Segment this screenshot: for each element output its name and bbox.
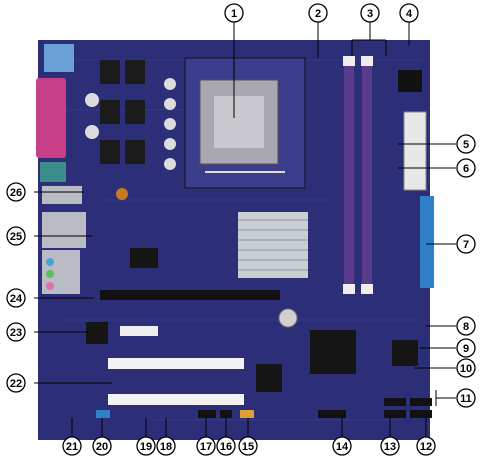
callout-label: 10 — [460, 363, 472, 375]
pci-slot-2 — [108, 394, 244, 405]
callout-label: 17 — [200, 441, 212, 453]
audio-codec-chip — [86, 322, 108, 344]
cpu-fan-header-cap — [116, 188, 128, 200]
sata-connector-2 — [384, 410, 406, 418]
callout-1: 1 — [224, 3, 244, 23]
callout-25: 25 — [6, 226, 26, 246]
header-17 — [198, 410, 216, 418]
leader-lines — [34, 22, 456, 436]
dimm-slot-2 — [362, 62, 372, 290]
pci-slot-1 — [108, 358, 244, 369]
callout-15: 15 — [238, 436, 258, 456]
callout-20: 20 — [92, 436, 112, 456]
header-15 — [240, 410, 254, 418]
callout-label: 21 — [66, 441, 78, 453]
callout-label: 5 — [463, 139, 469, 151]
callout-label: 9 — [463, 343, 469, 355]
callout-label: 26 — [10, 187, 22, 199]
callout-label: 12 — [420, 441, 432, 453]
southbridge-chip — [310, 330, 356, 374]
atx-power-connector — [403, 111, 427, 191]
callout-14: 14 — [332, 436, 352, 456]
callout-18: 18 — [156, 436, 176, 456]
callout-label: 2 — [315, 8, 321, 20]
usb-ports-1 — [42, 186, 82, 204]
front-panel-header — [318, 410, 346, 418]
sata-connector-3 — [410, 398, 432, 406]
callout-label: 13 — [384, 441, 396, 453]
callout-label: 14 — [336, 441, 349, 453]
callout-label: 8 — [463, 321, 469, 333]
heatsink-fins — [238, 219, 308, 271]
callout-4: 4 — [399, 3, 419, 23]
callout-10: 10 — [456, 358, 476, 378]
dimm-latch-top-1 — [343, 56, 355, 66]
callout-17: 17 — [196, 436, 216, 456]
callout-26: 26 — [6, 182, 26, 202]
callout-label: 20 — [96, 441, 108, 453]
sata-connector-4 — [410, 410, 432, 418]
callout-label: 25 — [10, 231, 22, 243]
super-io-chip — [392, 340, 418, 366]
bios-chip — [256, 364, 282, 392]
northbridge-heatsink — [238, 212, 308, 278]
audio-jack-blue — [46, 258, 54, 266]
cpu-socket — [199, 79, 279, 165]
callout-9: 9 — [456, 338, 476, 358]
callout-13: 13 — [380, 436, 400, 456]
callout-label: 3 — [367, 8, 373, 20]
callout-label: 16 — [220, 441, 232, 453]
callout-label: 24 — [10, 293, 23, 305]
dimm-latch-bottom-1 — [343, 284, 355, 294]
callout-2: 2 — [308, 3, 328, 23]
dimm-slot-1 — [344, 62, 354, 290]
callout-8: 8 — [456, 316, 476, 336]
callout-6: 6 — [456, 158, 476, 178]
callout-label: 18 — [160, 441, 172, 453]
ps2-ports — [44, 44, 74, 72]
callout-label: 4 — [406, 8, 413, 20]
ide-connector — [420, 196, 434, 288]
callout-3: 3 — [360, 3, 380, 23]
cmos-battery — [278, 308, 298, 328]
pcie-x1-slot — [120, 326, 158, 336]
callout-23: 23 — [6, 322, 26, 342]
clock-chip — [398, 70, 422, 92]
serial-port — [40, 162, 66, 182]
callout-label: 19 — [140, 441, 152, 453]
callout-22: 22 — [6, 373, 26, 393]
callout-label: 7 — [463, 239, 469, 251]
sata-connector-1 — [384, 398, 406, 406]
header-20 — [96, 410, 110, 418]
vrm-components — [85, 60, 176, 170]
expansion-slot-long — [100, 290, 280, 300]
callout-label: 1 — [231, 8, 237, 20]
callout-12: 12 — [416, 436, 436, 456]
header-16 — [220, 410, 232, 418]
callout-label: 11 — [460, 393, 472, 405]
callout-7: 7 — [456, 234, 476, 254]
callout-label: 22 — [10, 378, 22, 390]
callout-11: 11 — [456, 388, 476, 408]
callout-19: 19 — [136, 436, 156, 456]
dimm-latch-top-2 — [361, 56, 373, 66]
parallel-port — [36, 78, 66, 158]
callout-24: 24 — [6, 288, 26, 308]
callout-16: 16 — [216, 436, 236, 456]
callout-21: 21 — [62, 436, 82, 456]
audio-jack-pink — [46, 282, 54, 290]
cpu-socket-center — [214, 96, 264, 148]
callout-label: 15 — [242, 441, 254, 453]
audio-jack-green — [46, 270, 54, 278]
dimm-latch-bottom-2 — [361, 284, 373, 294]
lan-usb-ports — [42, 212, 86, 248]
callout-label: 23 — [10, 327, 22, 339]
callout-label: 6 — [463, 163, 469, 175]
callout-5: 5 — [456, 134, 476, 154]
lan-chip — [130, 248, 158, 268]
